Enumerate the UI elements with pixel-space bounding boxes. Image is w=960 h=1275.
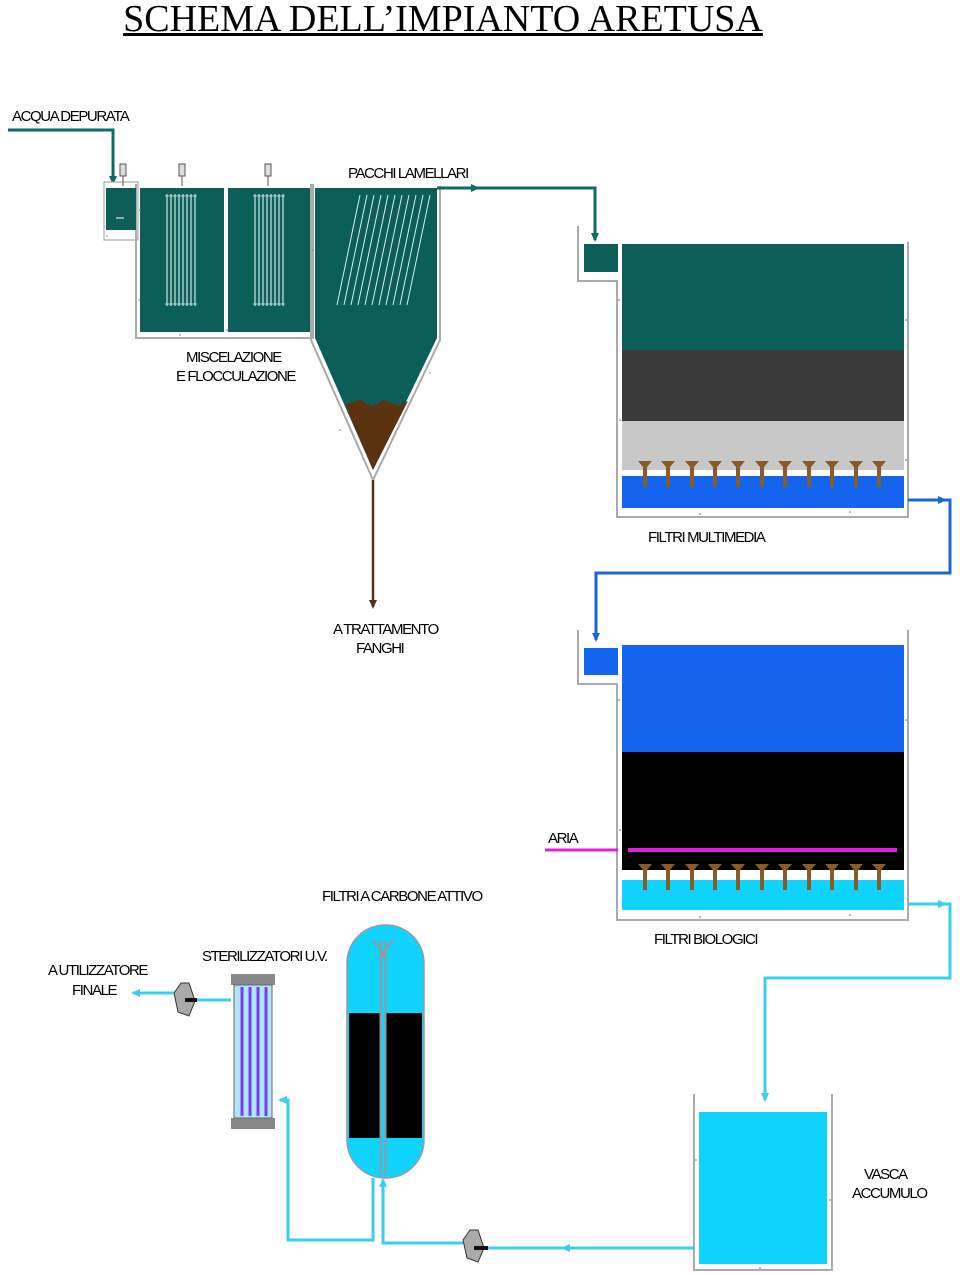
- carbon-label: FILTRI A CARBONE ATTIVO: [322, 888, 483, 905]
- filtered-pipe: [592, 496, 952, 642]
- inlet-label: ACQUA DEPURATA: [12, 108, 130, 125]
- mixer-icon: [178, 163, 186, 186]
- sludge: [345, 400, 408, 470]
- tank-label-1: VASCA: [864, 1166, 908, 1183]
- pump-icon: [462, 1229, 488, 1263]
- storage-tank: [693, 1094, 833, 1271]
- page-title: SCHEMA DELL’IMPIANTO ARETUSA: [123, 0, 763, 40]
- tank-label-2: ACCUMULO: [852, 1185, 927, 1202]
- mixing-label-2: E FLOCCULAZIONE: [176, 368, 296, 385]
- biological-filter: [577, 630, 909, 921]
- clarified-pipe: [437, 184, 599, 242]
- mixing-label-1: MISCELAZIONE: [186, 349, 282, 366]
- carbon-filter: [346, 924, 425, 1179]
- uv-label: STERILIZZATORI U.V.: [202, 948, 327, 965]
- sludge-label-1: A TRATTAMENTO: [333, 621, 439, 638]
- mixer-icon: [264, 163, 272, 186]
- mixer-icon: [119, 163, 127, 186]
- inlet-pipe: [8, 128, 117, 185]
- lamellar-label: PACCHI LAMELLARI: [348, 165, 468, 182]
- sludge-label-2: FANGHI: [356, 640, 404, 657]
- pump-icon: [173, 982, 197, 1017]
- multimedia-label: FILTRI MULTIMEDIA: [648, 529, 766, 546]
- air-label: ARIA: [548, 830, 579, 847]
- user-label-1: A UTILIZZATORE: [48, 962, 148, 979]
- biological-outlet-pipe: [761, 900, 952, 1102]
- multimedia-filter: [577, 226, 909, 518]
- user-label-2: FINALE: [72, 982, 118, 999]
- carbon-inlet-pipe: [379, 1178, 463, 1245]
- biological-label: FILTRI BIOLOGICI: [654, 931, 757, 948]
- uv-inlet-pipe: [278, 1096, 375, 1242]
- uv-sterilizer: [231, 974, 275, 1129]
- mixing-flocculation-tank: [103, 181, 441, 483]
